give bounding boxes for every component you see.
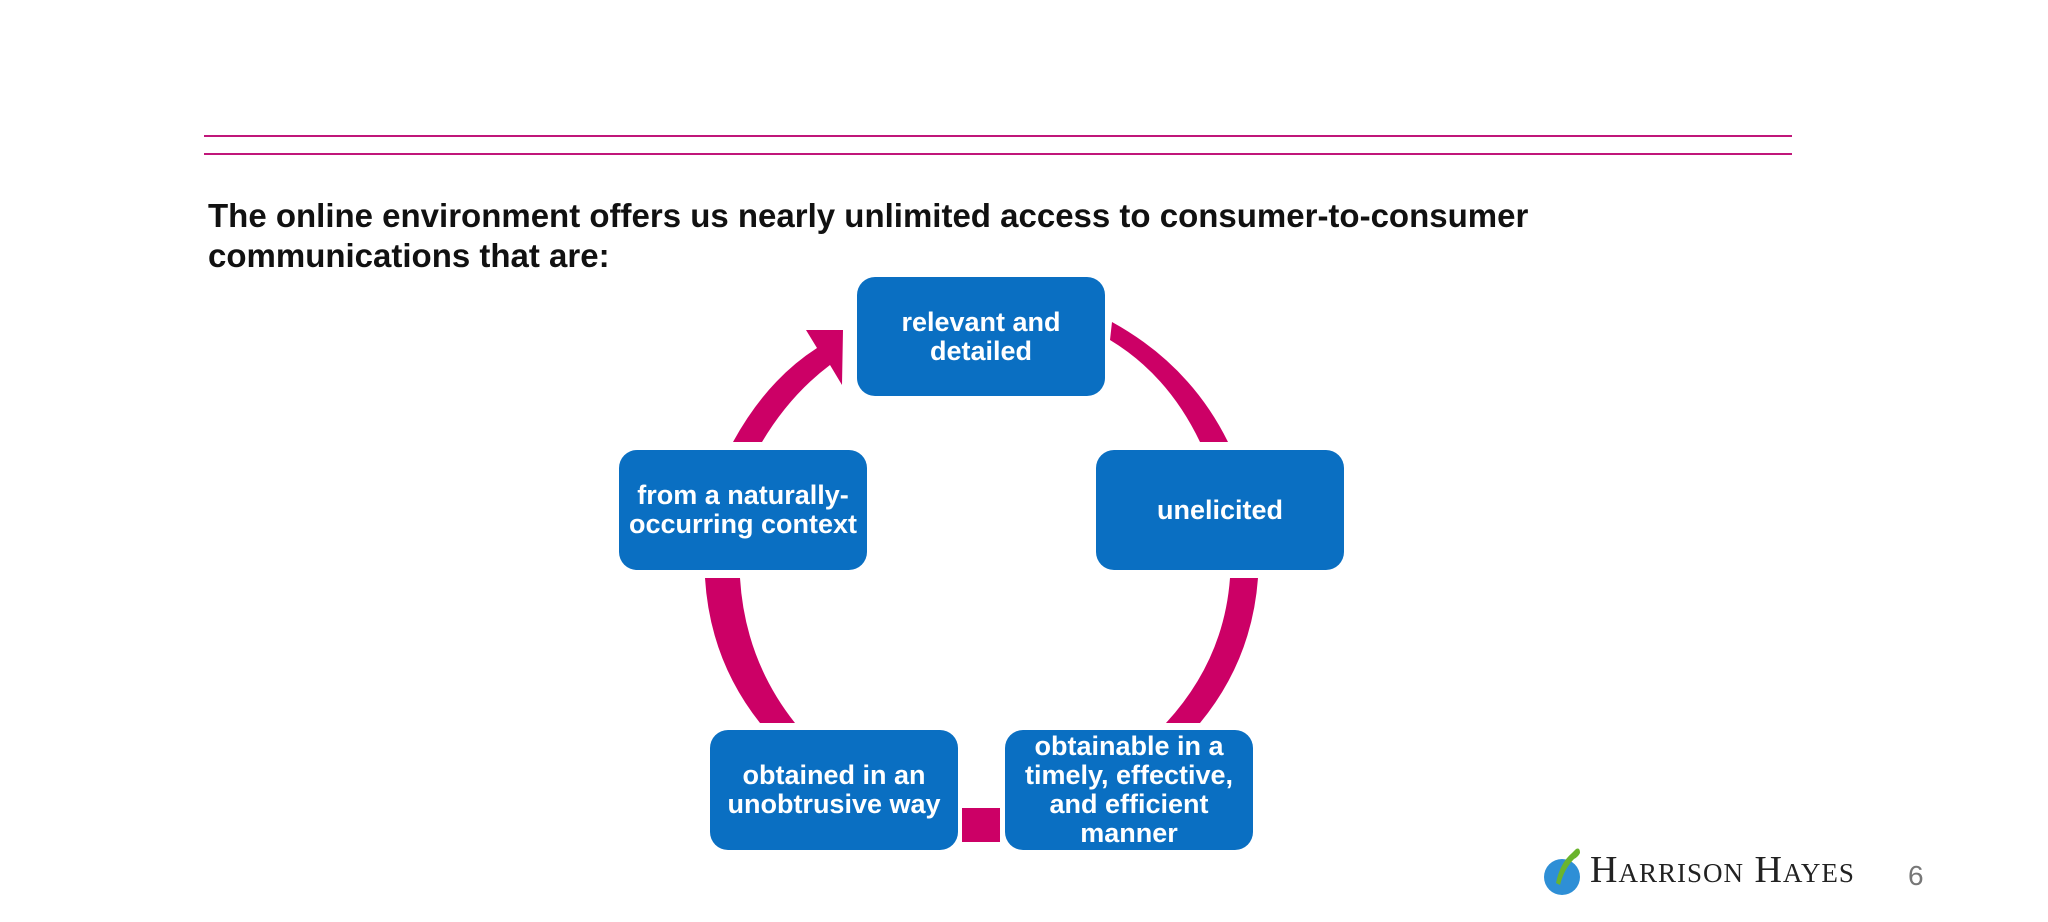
header-rule-top [204, 135, 1792, 137]
cycle-node-natural-context: from a naturally-occurring context [619, 450, 867, 570]
cycle-node-relevant: relevant and detailed [857, 277, 1105, 396]
cycle-arrow-top-to-right [1110, 322, 1228, 442]
cycle-arrow-left-to-top [733, 330, 843, 442]
logo-leaf [1556, 848, 1580, 885]
harrison-hayes-logo: Harrison Hayes [1542, 842, 1855, 898]
page-number: 6 [1908, 860, 1924, 891]
cycle-arrow-bottom-left-to-left [705, 578, 795, 723]
cycle-node-obtainable: obtainable in a timely, effective, and e… [1005, 730, 1253, 850]
cycle-arrow-bottom-connector [962, 808, 1000, 842]
cycle-node-unobtrusive: obtained in an unobtrusive way [710, 730, 958, 850]
logo-leaf-icon [1544, 848, 1580, 895]
slide-heading: The online environment offers us nearly … [208, 197, 1529, 274]
cycle-node-unelicited: unelicited [1096, 450, 1344, 570]
logo-wordmark: Harrison Hayes [1590, 849, 1855, 891]
header-rule-bottom [204, 153, 1792, 155]
cycle-arrow-right-to-bottom-right [1166, 578, 1258, 723]
